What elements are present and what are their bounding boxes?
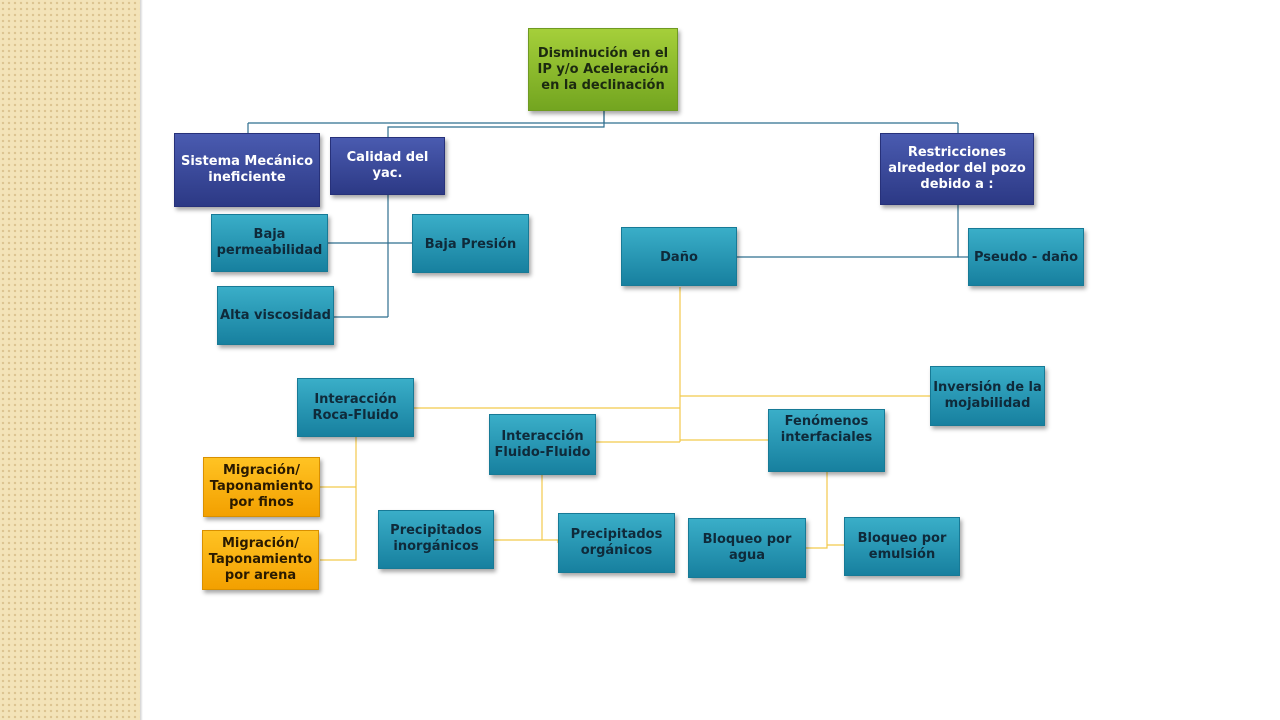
node-interaccion-fluido-fluido: Interacción Fluido-Fluido <box>489 414 596 475</box>
node-bloqueo-agua-label: Bloqueo por agua <box>702 532 792 563</box>
connector-restricciones-dano <box>737 205 959 258</box>
node-pseudo-dano: Pseudo - daño <box>968 228 1084 286</box>
node-alta-viscosidad: Alta viscosidad <box>217 286 334 345</box>
node-sistema-mecanico-label: Sistema Mecánico ineficiente <box>180 154 313 185</box>
node-precipitados-organicos-label: Precipitados orgánicos <box>570 527 663 558</box>
node-restricciones: Restricciones alrededor del pozo debido … <box>880 133 1034 205</box>
node-baja-presion: Baja Presión <box>412 214 529 273</box>
decorative-side-strip <box>0 0 140 720</box>
connector-fenomenos-trunk <box>806 472 828 549</box>
node-migracion-finos-label: Migración/ Taponamiento por finos <box>209 463 314 510</box>
root-node-label: Disminución en el IP y/o Aceleración en … <box>537 45 669 93</box>
side-strip-shadow <box>140 0 143 720</box>
connector-root-calidad <box>387 110 605 137</box>
node-inversion-mojabilidad: Inversión de la mojabilidad <box>930 366 1045 426</box>
node-calidad-yac-label: Calidad del yac. <box>346 150 429 181</box>
node-interaccion-roca-fluido-label: Interacción Roca-Fluido <box>312 391 399 423</box>
node-baja-permeabilidad: Baja permeabilidad <box>211 214 328 272</box>
connector-fluido-org <box>542 539 559 543</box>
node-bloqueo-emulsion: Bloqueo por emulsión <box>844 517 960 576</box>
node-restricciones-label: Restricciones alrededor del pozo debido … <box>888 145 1026 192</box>
node-baja-permeabilidad-label: Baja permeabilidad <box>216 227 323 258</box>
node-precipitados-inorganicos: Precipitados inorgánicos <box>378 510 494 569</box>
node-interaccion-fluido-fluido-label: Interacción Fluido-Fluido <box>494 428 591 460</box>
node-inversion-mojabilidad-label: Inversión de la mojabilidad <box>933 380 1042 411</box>
node-precipitados-inorganicos-label: Precipitados inorgánicos <box>390 523 482 554</box>
node-migracion-arena-label: Migración/ Taponamiento por arena <box>208 536 313 583</box>
node-dano-label: Daño <box>660 250 698 265</box>
node-fenomenos-interfaciales-label: Fenómenos interfaciales <box>780 414 873 445</box>
node-precipitados-organicos: Precipitados orgánicos <box>558 513 675 573</box>
node-pseudo-dano-label: Pseudo - daño <box>973 250 1079 265</box>
node-bloqueo-agua: Bloqueo por agua <box>688 518 806 578</box>
node-bloqueo-emulsion-label: Bloqueo por emulsión <box>857 530 947 562</box>
node-dano: Daño <box>621 227 737 286</box>
node-fenomenos-interfaciales: Fenómenos interfaciales <box>768 409 885 472</box>
node-baja-presion-label: Baja Presión <box>424 237 517 252</box>
node-interaccion-roca-fluido: Interacción Roca-Fluido <box>297 378 414 437</box>
node-calidad-yac: Calidad del yac. <box>330 137 445 195</box>
node-migracion-finos: Migración/ Taponamiento por finos <box>203 457 320 517</box>
node-migracion-arena: Migración/ Taponamiento por arena <box>202 530 319 590</box>
node-sistema-mecanico: Sistema Mecánico ineficiente <box>174 133 320 207</box>
root-node: Disminución en el IP y/o Aceleración en … <box>528 28 678 111</box>
node-alta-viscosidad-label: Alta viscosidad <box>220 307 331 323</box>
connector-roca-trunk <box>320 437 357 561</box>
